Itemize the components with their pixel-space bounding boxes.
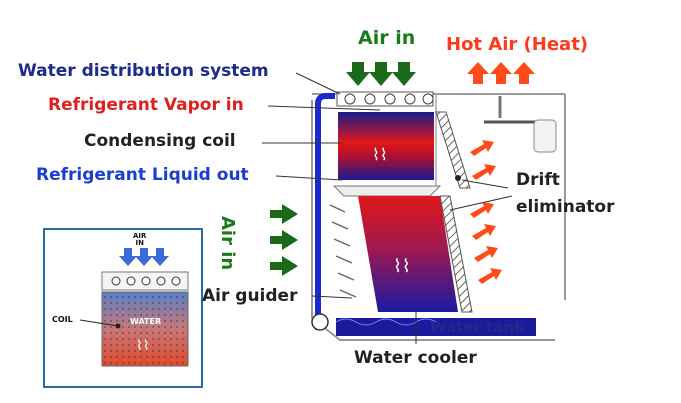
svg-text:⌇⌇: ⌇⌇	[136, 338, 150, 354]
refrigerant-liquid-out-label: Refrigerant Liquid out	[36, 165, 249, 185]
inset-air-arrows	[119, 248, 169, 266]
svg-text:⌇⌇: ⌇⌇	[393, 256, 411, 277]
hot-air-label: Hot Air (Heat)	[446, 34, 589, 55]
water-pipe	[315, 93, 335, 330]
air-in-top-arrows	[346, 62, 416, 86]
air-in-side-label: Air in	[217, 216, 238, 271]
condensing-coil-label: Condensing coil	[84, 131, 236, 151]
water-tank	[336, 318, 536, 336]
eliminator-label: eliminator	[516, 197, 615, 217]
inset-water-label: WATER	[130, 317, 162, 326]
water-cooler-fill	[358, 196, 458, 312]
drift-eliminator-lower	[439, 195, 473, 313]
drift-label: Drift	[516, 170, 560, 190]
fan-icon	[484, 96, 557, 153]
pump-icon	[311, 313, 329, 331]
hot-air-arrows	[467, 62, 535, 84]
water-cooler-label: Water cooler	[354, 348, 477, 368]
water-distribution-label: Water distribution system	[18, 61, 269, 81]
condensing-coil	[338, 112, 434, 180]
drift-eliminator-upper	[435, 111, 471, 189]
water-tank-label: Water tank	[430, 318, 525, 336]
water-distribution-nozzles	[336, 91, 434, 107]
air-in-side-arrows	[270, 204, 298, 276]
air-guider-label: Air guider	[202, 286, 298, 306]
air-guider-slats	[329, 204, 357, 298]
inset-air-in-label: AIR IN	[133, 232, 147, 247]
tray	[332, 185, 442, 197]
leader-lines	[262, 72, 513, 344]
air-in-top-label: Air in	[358, 27, 416, 49]
inset-coil-label: COIL	[52, 315, 73, 324]
inset-diagram: ⌇⌇	[43, 228, 203, 388]
refrigerant-vapor-in-label: Refrigerant Vapor in	[48, 95, 244, 115]
svg-text:⌇⌇: ⌇⌇	[372, 145, 388, 164]
airflow-arrows	[470, 140, 502, 284]
